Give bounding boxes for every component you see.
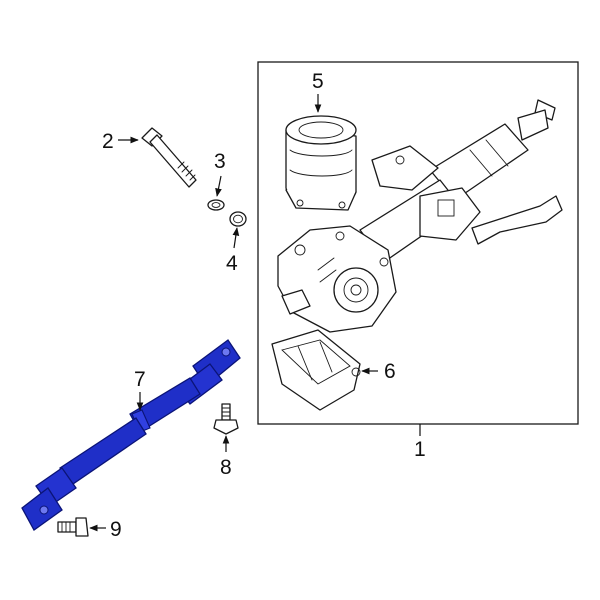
steering-column-part-1 — [277, 99, 563, 333]
callout-6: 6 — [384, 360, 396, 383]
callout-4: 4 — [226, 252, 238, 275]
callout-1: 1 — [414, 438, 426, 461]
lock-washer-part-3 — [207, 199, 225, 211]
bolt-part-2 — [141, 127, 197, 188]
flat-washer-part-4 — [229, 211, 247, 227]
callout-7: 7 — [134, 368, 146, 391]
callout-9: 9 — [110, 518, 122, 541]
callout-2: 2 — [102, 130, 114, 153]
intermediate-shaft-part-7 — [21, 339, 241, 531]
callout-5: 5 — [312, 70, 324, 93]
callout-3-leader — [215, 175, 222, 197]
callout-3: 3 — [214, 150, 226, 173]
callout-8: 8 — [220, 456, 232, 479]
motor-part-5 — [285, 115, 357, 211]
callout-4-leader — [232, 227, 240, 249]
bolt-part-9 — [57, 517, 89, 537]
bolt-part-8 — [213, 403, 239, 435]
assembly-frame — [257, 61, 579, 425]
cover-part-6 — [271, 329, 361, 411]
